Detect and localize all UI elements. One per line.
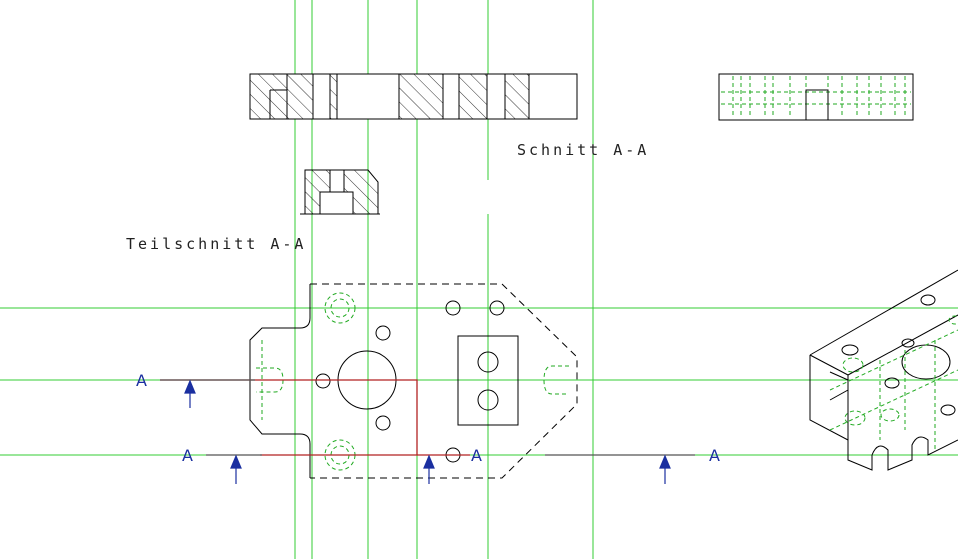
isometric-hidden [829,315,958,450]
partial-section-title: Teilschnitt A-A [126,235,307,253]
isometric-view[interactable] [809,269,958,471]
cut-marker-left-lower: A [182,446,193,465]
side-view-top-right[interactable] [718,73,914,121]
cut-marker-left-upper: A [136,371,147,390]
hidden-holes [256,292,569,471]
section-view-top[interactable] [249,73,578,120]
cut-marker-right: A [709,446,720,465]
front-view-plate[interactable] [249,283,578,479]
section-line [160,379,695,456]
view-arrows [184,379,671,484]
partial-section-view[interactable] [300,169,380,215]
cut-marker-center: A [471,446,482,465]
section-title: Schnitt A-A [517,141,650,159]
